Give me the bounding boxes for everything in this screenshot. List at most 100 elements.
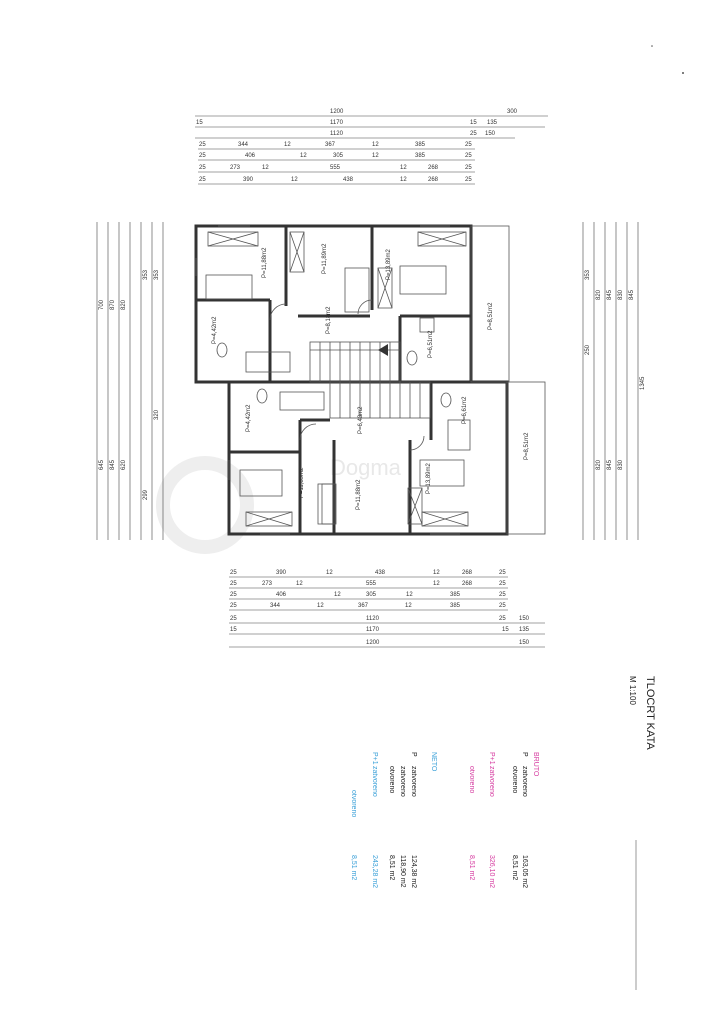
- room-label-3: P=13,89m2: [386, 248, 392, 280]
- toilet-3: [406, 350, 418, 366]
- legend-neto-p1-row2-name: otvoreno: [350, 790, 357, 817]
- dim-bottom-3a: 25: [230, 592, 237, 598]
- dim-top-6c: 12: [262, 165, 269, 171]
- room-label-13: P=13,89m2: [426, 462, 432, 494]
- dim-left-9: 320: [154, 409, 160, 420]
- dim-bottom-2f: 268: [462, 581, 473, 587]
- dim-bottom-2g: 25: [499, 581, 506, 587]
- dim-top-2b: 1170: [330, 120, 344, 126]
- legend-neto-p-row3-value: 8,51 m2: [388, 855, 395, 880]
- watermark-text: Dogma: [330, 455, 402, 480]
- dim-top-4g: 25: [465, 142, 472, 148]
- room-label-14: P=8,51m2: [524, 432, 530, 460]
- dim-top-7g: 25: [465, 177, 472, 183]
- dim-bottom-4a: 25: [230, 603, 237, 609]
- bed-2: [399, 265, 447, 295]
- legend-bruto-p1-row2-name: otvoreno: [468, 766, 475, 793]
- dim-bottom-7a: 1200: [366, 640, 380, 646]
- dim-left-2: 870: [110, 299, 116, 310]
- wardrobes: [207, 231, 469, 527]
- dim-bottom-4f: 385: [450, 603, 461, 609]
- legend-neto-p-row2-name: zatvoreno: [399, 766, 406, 797]
- dim-top-7e: 12: [400, 177, 407, 183]
- dim-top-6d: 555: [330, 165, 341, 171]
- dim-top-7b: 390: [243, 177, 254, 183]
- dim-right-7: 1345: [640, 376, 646, 390]
- dim-bottom-2c: 12: [296, 581, 303, 587]
- room-label-10: P=6,61m2: [462, 396, 468, 424]
- dim-bottom-5a: 25: [230, 616, 237, 622]
- dim-right-6: 250: [585, 344, 591, 355]
- shower-1: [447, 419, 471, 451]
- dim-left-4: 645: [99, 459, 105, 470]
- legend-neto-p-row2-value: 118,90 m2: [399, 855, 406, 888]
- room-label-7: P=8,51m2: [488, 302, 494, 330]
- dim-bottom-6b: 1170: [366, 627, 380, 633]
- legend-neto-heading: NETO: [430, 752, 437, 772]
- area-legend: BRUTO P zatvoreno 163,05 m2 otvoreno 8,5…: [350, 752, 539, 888]
- dim-top-7d: 438: [343, 177, 354, 183]
- dim-right-5: 845: [629, 289, 635, 300]
- legend-bruto-p-row2-name: otvoreno: [511, 766, 518, 793]
- dimension-chains-left: 700 870 820 645 845 620 353 299 320 353: [96, 222, 164, 540]
- legend-bruto-p-row2-value: 8,51 m2: [511, 855, 518, 880]
- bed-4: [419, 459, 465, 487]
- door-4: [409, 435, 425, 451]
- dim-top-6f: 268: [428, 165, 439, 171]
- bed-5: [344, 267, 370, 313]
- room-label-9: P=6,43m2: [358, 406, 364, 434]
- staircase: [309, 341, 431, 419]
- legend-neto-p1-row1-value: 243,28 m2: [371, 855, 378, 888]
- legend-neto-p-row3-name: otvoreno: [388, 766, 395, 793]
- legend-bruto-p1-row2-value: 8,51 m2: [468, 855, 475, 880]
- dim-bottom-2e: 12: [433, 581, 440, 587]
- dim-left-10: 353: [154, 269, 160, 280]
- dim-left-1: 700: [99, 299, 105, 310]
- dim-bottom-4d: 367: [358, 603, 369, 609]
- dim-bottom-6d: 135: [519, 627, 530, 633]
- dim-bottom-2a: 25: [230, 581, 237, 587]
- dim-bottom-3b: 406: [276, 592, 287, 598]
- legend-bruto-p-label: P: [521, 752, 528, 757]
- bed-6: [317, 483, 335, 525]
- toilet-4: [440, 392, 452, 408]
- legend-neto-p-label: P: [410, 752, 417, 757]
- legend-neto-p-row1-value: 124,38 m2: [410, 855, 417, 888]
- door-3: [299, 423, 317, 441]
- legend-bruto-heading: BRUTO: [532, 752, 539, 777]
- dim-bottom-1e: 12: [433, 570, 440, 576]
- dim-left-5: 845: [110, 459, 116, 470]
- dim-bottom-1f: 268: [462, 570, 473, 576]
- dim-left-8: 299: [143, 489, 149, 500]
- dim-top-2c: 15: [470, 120, 477, 126]
- dim-bottom-1b: 390: [276, 570, 287, 576]
- dim-right-4: 830: [618, 289, 624, 300]
- dim-bottom-6c: 15: [502, 627, 509, 633]
- dim-top-5c: 12: [300, 153, 307, 159]
- dim-top-5f: 385: [415, 153, 426, 159]
- room-label-12: P=11,88m2: [356, 479, 362, 510]
- dim-top-2a: 15: [196, 120, 203, 126]
- dim-bottom-6a: 15: [230, 627, 237, 633]
- terrace-lower: [506, 381, 546, 535]
- dim-left-7: 353: [143, 269, 149, 280]
- dim-top-4f: 385: [415, 142, 426, 148]
- dim-bottom-7b: 150: [519, 640, 530, 646]
- dim-top-4a: 25: [199, 142, 206, 148]
- dim-bottom-1c: 12: [326, 570, 333, 576]
- legend-neto-p-row1-name: zatvoreno: [410, 766, 417, 797]
- bed-3: [239, 469, 283, 497]
- dim-top-6a: 25: [199, 165, 206, 171]
- dimension-chains-right: 353 820 845 830 845 250 1345 845 830 820: [582, 222, 646, 540]
- dim-right-2: 820: [596, 289, 602, 300]
- dim-right-8: 845: [607, 459, 613, 470]
- dim-top-4b: 344: [238, 142, 249, 148]
- dim-top-3c: 150: [485, 131, 496, 137]
- dim-bottom-2b: 273: [262, 581, 273, 587]
- dim-top-5e: 12: [372, 153, 379, 159]
- dim-bottom-2d: 555: [366, 581, 377, 587]
- dim-bottom-1a: 25: [230, 570, 237, 576]
- dim-top-4e: 12: [372, 142, 379, 148]
- dim-bottom-3f: 385: [450, 592, 461, 598]
- dim-bottom-5d: 150: [519, 616, 530, 622]
